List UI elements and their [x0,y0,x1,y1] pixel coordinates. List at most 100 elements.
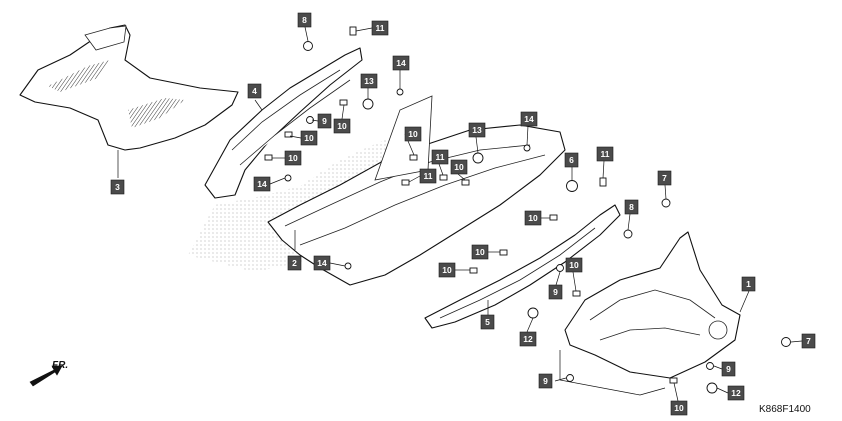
callout-box [300,130,318,146]
callout-10: 10 [670,400,688,416]
callout-number: 11 [424,171,433,181]
callout-box [110,179,125,195]
callout-box [548,284,563,300]
part-1-under-cover [564,231,741,379]
callout-number: 10 [408,129,418,139]
callout-number: 3 [115,182,120,192]
callout-number: 11 [601,149,610,159]
callout-box [471,244,489,260]
callout-number: 4 [252,86,257,96]
callout-box [297,12,312,28]
callout-5: 5 [480,314,495,330]
callout-box [419,168,437,184]
callout-box [670,400,688,416]
callout-4: 4 [247,83,262,99]
callout-number: 9 [726,364,731,374]
callout-number: 2 [292,258,297,268]
callout-box [404,126,422,142]
callout-box [317,113,332,129]
callout-box [253,176,271,192]
callout-10: 10 [333,118,351,134]
callout-9: 9 [538,373,553,389]
part-5-step-rail [424,204,621,329]
callout-box [565,257,583,273]
callout-box [371,20,389,36]
callout-11: 11 [419,168,437,184]
callout-number: 5 [485,317,490,327]
callout-14: 14 [520,111,538,127]
callout-box [596,146,614,162]
callout-10: 10 [471,244,489,260]
front-direction-arrow: FR. [29,360,68,387]
callout-box [333,118,351,134]
callout-13: 13 [468,122,486,138]
callout-7: 7 [801,333,816,349]
callout-number: 12 [731,388,741,398]
callout-9: 9 [548,284,563,300]
callout-number: 10 [454,162,464,172]
callout-number: 13 [472,125,482,135]
callout-box [564,152,579,168]
part-2-floor [267,95,566,286]
callout-number: 10 [288,153,298,163]
callout-box [287,255,302,271]
callout-number: 10 [475,247,485,257]
callout-number: 10 [569,260,579,270]
callout-box [741,276,756,292]
callout-box [431,149,449,165]
callout-8: 8 [624,199,639,215]
callout-box [438,262,456,278]
callout-1: 1 [741,276,756,292]
callout-12: 12 [519,331,537,347]
callout-number: 12 [523,334,533,344]
callout-number: 1 [746,279,751,289]
callout-box [247,83,262,99]
callout-number: 14 [396,58,406,68]
callout-number: 7 [662,173,667,183]
callout-10: 10 [300,130,318,146]
callout-box [519,331,537,347]
direction-label: FR. [52,360,68,371]
callout-number: 10 [304,133,314,143]
callout-14: 14 [313,255,331,271]
callout-box [801,333,816,349]
callout-number: 13 [364,76,374,86]
callout-number: 14 [257,179,267,189]
callout-6: 6 [564,152,579,168]
callout-number: 7 [806,336,811,346]
callout-2: 2 [287,255,302,271]
callout-8: 8 [297,12,312,28]
callout-14: 14 [392,55,410,71]
callout-12: 12 [727,385,745,401]
callout-box [360,73,378,89]
callout-9: 9 [317,113,332,129]
callout-10: 10 [284,150,302,166]
callout-number: 9 [322,116,327,126]
callout-box [313,255,331,271]
diagram-code: K868F1400 [759,404,811,415]
callout-number: 10 [528,213,538,223]
callout-11: 11 [431,149,449,165]
callout-number: 8 [629,202,634,212]
callout-number: 11 [436,152,445,162]
callout-number: 9 [543,376,548,386]
callout-number: 14 [524,114,534,124]
callout-10: 10 [404,126,422,142]
part-3-cover [19,24,239,178]
callout-11: 11 [596,146,614,162]
callout-box [520,111,538,127]
callout-number: 8 [302,15,307,25]
callout-box [392,55,410,71]
callout-number: 10 [674,403,684,413]
leader-lines [254,26,803,402]
callout-3: 3 [110,179,125,195]
callout-box [721,361,736,377]
callout-14: 14 [253,176,271,192]
callout-number: 11 [376,23,385,33]
callout-box [524,210,542,226]
callout-box [480,314,495,330]
callout-layer: 8 11 4 14 13 9 10 10 10 10 14 13 14 11 10 11 6 11 7 10 8 3 2 14… [110,12,816,416]
callout-number: 10 [337,121,347,131]
callout-box [538,373,553,389]
